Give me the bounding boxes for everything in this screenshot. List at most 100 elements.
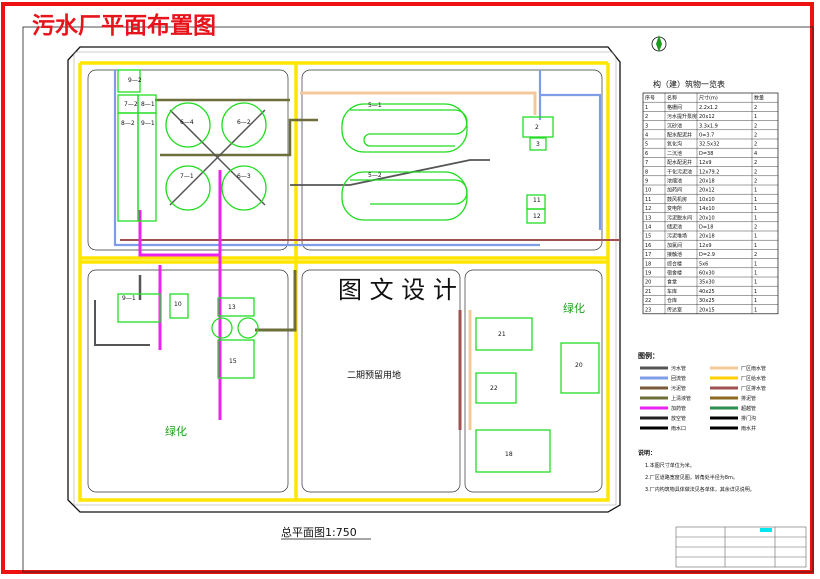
unit-label: 21: [498, 331, 506, 338]
table-cell: 20x12: [699, 114, 715, 120]
table-cell: 污水提升泵房: [667, 113, 697, 120]
clarifier-6-2: [221, 165, 267, 211]
table-cell: 20x18: [699, 234, 715, 240]
unit-label: 15: [229, 358, 237, 365]
table-cell: 1: [754, 215, 757, 221]
table-cell: 变电所: [667, 205, 682, 212]
table-header-cell: 名称: [667, 95, 677, 102]
table-cell: 19: [645, 271, 651, 277]
table-cell: 60x30: [699, 271, 715, 277]
unit-label: 12: [533, 213, 541, 220]
table-cell: 12x9: [699, 243, 712, 249]
table-cell: 6: [645, 151, 648, 157]
table-cell: 配水配泥井: [667, 159, 692, 166]
table-cell: 1: [754, 206, 757, 212]
legend-label: 厂区雨水管: [741, 365, 766, 372]
green-zone-left: 绿化: [165, 424, 187, 438]
table-cell: 车库: [667, 288, 677, 295]
unit-label: 8—1: [141, 101, 155, 108]
table-cell: 1: [754, 289, 757, 295]
table-cell: 2: [754, 142, 757, 148]
note-line: 2.厂区道路宽度见图，转角处半径为8m。: [645, 474, 738, 481]
table-cell: 格栅间: [667, 104, 682, 111]
table-cell: 40x25: [699, 289, 715, 295]
table-header-cell: 尺寸(m): [699, 95, 718, 102]
unit-label: 9—2: [128, 77, 142, 84]
table-cell: 干化污泥池: [667, 168, 692, 175]
table-cell: 12: [645, 206, 651, 212]
table-cell: 23: [645, 307, 651, 313]
table-cell: 13: [645, 215, 651, 221]
table-cell: 10x10: [699, 197, 715, 203]
table-cell: 20: [645, 280, 651, 286]
legend-label: 加药管: [671, 405, 686, 412]
unit-label: 7—1: [180, 173, 194, 180]
table-cell: 16: [645, 243, 651, 249]
unit-label: 3: [536, 141, 540, 148]
notes-title: 说明：: [638, 449, 656, 457]
table-cell: 仓库: [667, 297, 677, 304]
table-cell: 2: [754, 169, 757, 175]
table-cell: 加氯间: [667, 242, 682, 249]
unit-label: 7—2: [124, 101, 138, 108]
table-cell: 接触池: [667, 251, 682, 258]
legend-label: 回流管: [671, 375, 686, 382]
legend-label: 污泥管: [671, 385, 686, 392]
table-title: 构（建）筑物一览表: [653, 79, 725, 89]
legend-label: 雨水口: [671, 425, 686, 432]
site-boundary: [67, 46, 621, 513]
legend-label: 厂区给水管: [741, 375, 766, 382]
table-cell: 综合楼: [667, 260, 682, 267]
table-cell: 30x25: [699, 298, 715, 304]
block-outlines: [87, 69, 603, 493]
table-cell: 9: [645, 179, 648, 185]
unit-label: 5—2: [368, 172, 382, 179]
table-cell: D=2.9: [699, 252, 715, 258]
legend-label: 放空管: [671, 415, 686, 422]
table-cell: 3: [645, 123, 648, 129]
table-cell: 1: [645, 105, 648, 111]
unit-label: 6—2: [237, 119, 251, 126]
unit-label: 18: [505, 451, 513, 458]
table-cell: 2.2x1.2: [699, 105, 718, 111]
table-cell: 2: [645, 114, 648, 120]
north-arrow-icon: [651, 35, 667, 52]
table-cell: 20x18: [699, 179, 715, 185]
table-cell: 2: [754, 160, 757, 166]
legend-label: 排泥管: [741, 395, 756, 402]
table-cell: 17: [645, 252, 651, 258]
unit-label: 6—3: [237, 173, 251, 180]
table-cell: 2: [754, 252, 757, 258]
table-cell: 沉砂池: [667, 122, 682, 129]
table-cell: 1: [754, 243, 757, 249]
table-cell: 2: [754, 225, 757, 231]
unit-label: 8—2: [121, 120, 135, 127]
unit-label: 9—1: [122, 295, 136, 302]
table-cell: 21: [645, 289, 651, 295]
table-cell: D=38: [699, 151, 713, 157]
table-cell: 1: [754, 188, 757, 194]
table-cell: 20x15: [699, 307, 715, 313]
table-cell: 7: [645, 160, 648, 166]
clarifier-6-4: [165, 165, 211, 211]
pipe-lines: [94, 70, 620, 430]
table-cell: 20x10: [699, 215, 715, 221]
table-cell: 1: [754, 280, 757, 286]
unit-label: 5—1: [368, 102, 382, 109]
table-cell: 4: [645, 133, 648, 139]
table-cell: 1: [754, 234, 757, 240]
structure-labels: 9—2 7—2 8—1 8—2 9—1 6—4 6—2 7—1 6—3 5—1 …: [121, 77, 583, 458]
unit-label: 20: [575, 362, 583, 369]
unit-label: 10: [174, 301, 182, 308]
unit-label: 6—4: [180, 119, 194, 126]
legend-label: 雨水井: [741, 425, 756, 432]
table-cell: 2: [754, 133, 757, 139]
table-cell: 32.5x32: [699, 142, 719, 148]
table-cell: 加药间: [667, 187, 682, 194]
scale-label: 总平面图1:750: [281, 525, 357, 539]
legend-label: 污水管: [671, 365, 686, 372]
phase-two-reserved-land: 二期预留用地: [347, 369, 401, 381]
clarifier-cross-pipes: [169, 109, 266, 206]
table-cell: 12x79.2: [699, 169, 719, 175]
unit-label: 11: [533, 197, 541, 204]
